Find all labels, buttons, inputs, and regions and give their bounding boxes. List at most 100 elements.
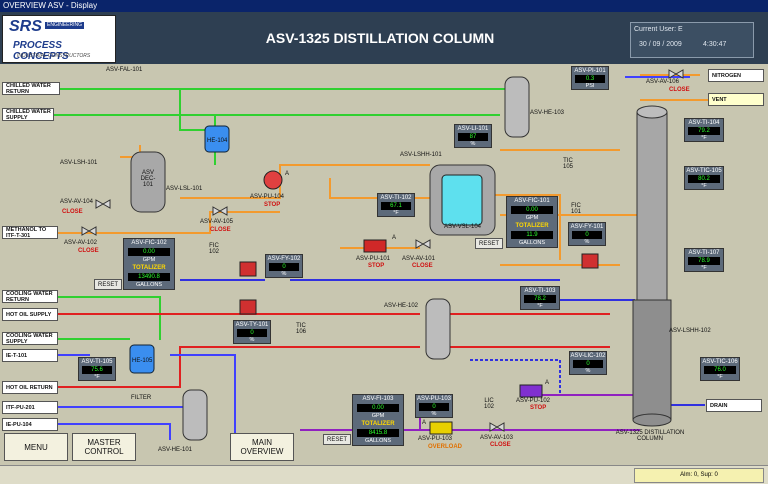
alarm-label: Alm:	[680, 472, 693, 478]
label-filter: FILTER	[131, 395, 152, 401]
panel-tag: ASV-FY-101	[570, 224, 604, 230]
control-valve-ty101-icon	[239, 299, 257, 315]
blue-pipe	[58, 354, 236, 460]
chilled-water-pipe	[30, 88, 515, 165]
label-he103: ASV-HE-103	[530, 110, 565, 116]
label-pu102-a: A	[545, 380, 550, 386]
panel-value: 87	[457, 133, 489, 141]
label-av102: ASV-AV-102	[64, 240, 97, 246]
cooling-water-pipe	[58, 296, 161, 340]
hot-oil-return-pipe	[58, 346, 610, 388]
control-valve-fy102-icon	[239, 261, 257, 277]
distillation-column	[632, 105, 672, 427]
status-av102: CLOSE	[78, 248, 99, 254]
stream-methanol: METHANOL TO ITF-T-301	[2, 226, 58, 239]
label-he104: HE-104	[207, 138, 228, 144]
panel-tag: ASV-TI-104	[688, 120, 720, 126]
panel-tag: ASV-LIC-102	[570, 353, 606, 359]
label-lsh101: ASV-LSH-101	[60, 160, 98, 166]
panel-value: 0.00	[511, 206, 553, 214]
label-he102: ASV-HE-102	[384, 303, 419, 309]
label-he105: HE-105	[132, 358, 153, 364]
panel-value: 78.2	[524, 295, 556, 303]
label-av104: ASV-AV-104	[60, 199, 93, 205]
panel-tag: ASV-PI-101	[574, 68, 606, 74]
reflux-pipe	[180, 279, 635, 301]
exchanger-he102	[425, 298, 451, 360]
stream-drain: DRAIN	[706, 399, 762, 412]
reset-button-fic101[interactable]: RESET	[475, 238, 503, 249]
exchanger-he101	[182, 389, 208, 441]
panel-value: 80.2	[688, 175, 720, 183]
panel-tag: ASV-FY-102	[267, 256, 301, 262]
pump-pu103-icon	[429, 421, 453, 435]
panel-totalizer-unit: GALLONS	[365, 438, 391, 444]
reset-button-fic102[interactable]: RESET	[94, 279, 122, 290]
panel-unit: °F	[701, 265, 707, 271]
panel-unit: PSI	[585, 83, 595, 89]
process-diagram	[30, 69, 710, 460]
panel-value: 0.00	[357, 404, 399, 412]
exchanger-he104	[204, 125, 230, 153]
chilled-water-branch	[179, 89, 215, 131]
label-lshh101: ASV-LSHH-101	[400, 152, 442, 158]
label-av101: ASV-AV-101	[402, 256, 435, 262]
stream-chw-return: CHILLED WATER RETURN	[2, 82, 60, 95]
panel-unit: %	[470, 141, 476, 147]
status-pu104: STOP	[264, 202, 281, 208]
status-pu101: STOP	[368, 263, 385, 269]
dashed-pipe	[470, 359, 561, 395]
valve-av102-icon	[81, 226, 97, 236]
suppressed-label: Sup:	[700, 472, 713, 478]
panel-totalizer-value: 8415.8	[357, 429, 399, 437]
label-column: ASV-1325 DISTILLATION COLUMN	[615, 430, 685, 442]
stream-hot-oil-supply: HOT OIL SUPPLY	[2, 308, 58, 321]
panel-value: 0	[572, 360, 604, 368]
label-pu101-a: A	[392, 235, 397, 241]
bubble-fic101: FIC 101	[570, 203, 581, 215]
menu-button[interactable]: MENU	[4, 433, 68, 461]
valve-av105-icon	[212, 206, 228, 216]
panel-value: 78.9	[688, 257, 720, 265]
panel-tag: ASV-TI-107	[688, 250, 720, 256]
main-overview-button[interactable]: MAIN OVERVIEW	[230, 433, 294, 461]
panel-unit: %	[249, 337, 255, 343]
panel-unit: GPM	[525, 215, 539, 221]
stream-cw-return: COOLING WATER RETURN	[2, 290, 58, 303]
panel-tag: ASV-FIC-102	[131, 240, 167, 246]
label-lshh102: ASV-LSHH-102	[669, 328, 711, 334]
current-user-label: Current User:	[634, 26, 677, 33]
master-control-button[interactable]: MASTER CONTROL	[72, 433, 136, 461]
stream-cw-supply: COOLING WATER SUPPLY	[2, 332, 58, 345]
panel-totalizer-unit: GALLONS	[519, 240, 545, 246]
label-av106: ASV-AV-106	[646, 79, 679, 85]
stream-hot-oil-return: HOT OIL RETURN	[2, 381, 58, 394]
status-av101: CLOSE	[412, 263, 433, 269]
logo-concepts-word: CONCEPTS	[13, 51, 69, 62]
panel-tag: ASV-FI-103	[362, 396, 394, 402]
pump-pu101-icon	[363, 239, 387, 253]
label-pu104: ASV-PU-104	[250, 194, 285, 200]
label-dec101: ASV DEC-101	[140, 170, 156, 188]
stream-itf-pu-201: ITF-PU-201	[2, 401, 58, 414]
reboiler-liquid	[441, 174, 483, 226]
current-user: Current User: E	[634, 26, 683, 33]
panel-value: 76.0	[704, 366, 736, 374]
panel-value: 0	[571, 231, 603, 239]
label-fal101: ASV-FAL-101	[106, 67, 143, 73]
stream-ie-pu-104: IE-PU-104	[2, 418, 58, 431]
status-av103: CLOSE	[490, 442, 511, 448]
panel-value: 0	[268, 263, 300, 271]
reset-button-fi103[interactable]: RESET	[323, 434, 351, 445]
pump-pu102-icon	[519, 384, 543, 398]
